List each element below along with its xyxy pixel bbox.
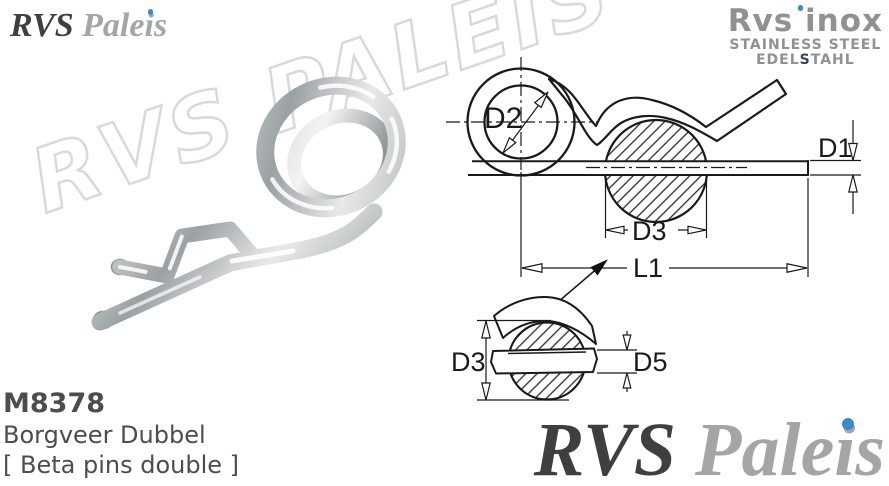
dim-l1 [520, 172, 809, 277]
label-d2: D2 [484, 102, 522, 135]
product-info: M8378 Borgveer Dubbel [ Beta pins double… [3, 388, 239, 480]
dim-d5 [597, 331, 637, 392]
label-d1: D1 [818, 133, 853, 163]
label-d3-main: D3 [632, 216, 667, 246]
blue-i-dot-icon [797, 5, 803, 11]
brand-inox-block: Rvs inox STAINLESS STEEL EDELSTAHL [728, 4, 883, 68]
brand-inox-edelstahl: EDELSTAHL [755, 52, 855, 68]
brand-logo-bottom-paleis: Paleis [695, 408, 885, 486]
drawing-detail-view [477, 295, 637, 401]
product-name-nl: Borgveer Dubbel [3, 421, 206, 449]
drawing-main-view [446, 57, 809, 224]
brand-inox-stainless: STAINLESS STEEL [729, 37, 882, 53]
pin-photo [91, 76, 406, 331]
clip-leg-band [490, 347, 598, 375]
brand-inox-title: Rvs inox [727, 3, 883, 39]
label-d5: D5 [633, 347, 668, 377]
dim-d1 [810, 120, 861, 214]
brand-logo-top-paleis: Paleis [82, 7, 168, 44]
label-d3-detail: D3 [451, 347, 486, 377]
brand-logo-bottom: RVS Paleis [534, 410, 885, 486]
dim-d3-detail [477, 319, 569, 401]
pin-wave-outline [547, 77, 788, 147]
product-code: M8378 [3, 388, 106, 419]
dim-d3-main [604, 180, 708, 238]
leader-arrow [557, 259, 608, 303]
brand-logo-top-rvs: RVS [10, 7, 74, 44]
label-l1: L1 [633, 253, 663, 283]
technical-drawing: D2 D1 D3 L1 D3 D5 [446, 57, 861, 401]
blue-i-dot-icon [841, 417, 854, 430]
brand-logo-bottom-rvs: RVS [533, 408, 677, 486]
blue-i-dot-icon [147, 9, 154, 15]
product-name-en: [ Beta pins double ] [3, 451, 240, 479]
brand-logo-top: RVS Paleis [10, 6, 167, 46]
centerlines [446, 57, 747, 170]
dim-d2 [502, 91, 549, 154]
